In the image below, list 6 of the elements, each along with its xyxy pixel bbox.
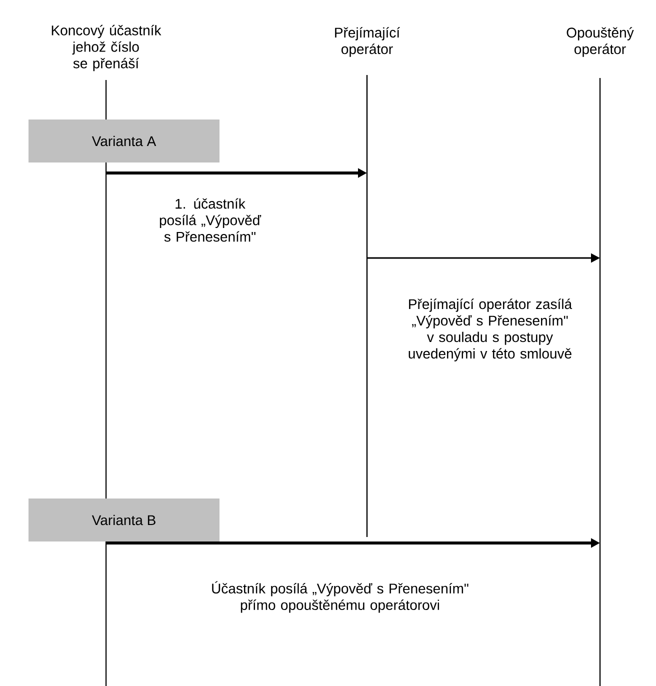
edge-label: 1. účastník posílá „Výpověď s Přenesením" [160,198,262,242]
participant-lifeline: Přejímající operátor [335,27,400,537]
variant-band: Varianta B [28,498,220,542]
edge-label: Účastník posílá „Výpověď s Přenesením" přímo opouštěnému operátorovi [212,581,468,613]
variant-band: Varianta A [28,120,220,162]
edge-label: Přejímající operátor zasílá „Výpověď s Přenesením" v souladu s postupy uvedenými v této smlouvě [408,298,572,362]
